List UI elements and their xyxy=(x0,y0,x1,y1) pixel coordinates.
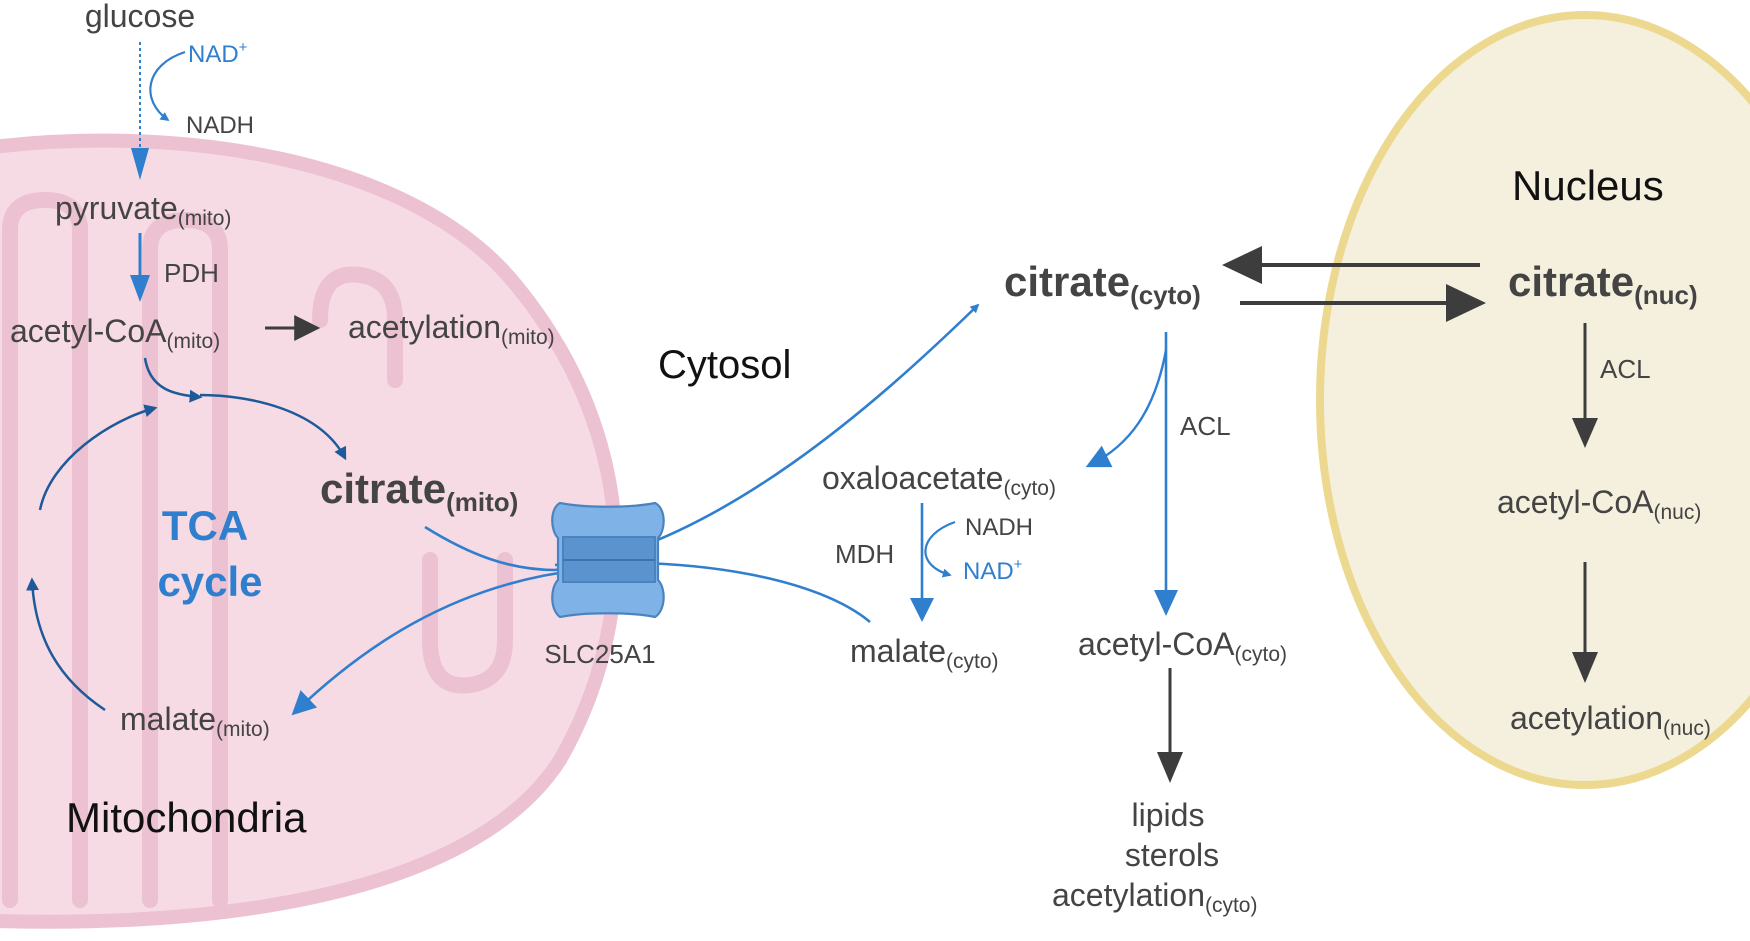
nadh-to-nad-curve xyxy=(924,520,956,578)
acetyl-to-lipids-arrowhead xyxy=(1157,752,1183,783)
nad-top-label: NAD+ xyxy=(188,39,248,68)
sterols-label: sterols xyxy=(1125,837,1219,873)
citrate-to-oxaloacetate-curve xyxy=(1085,349,1168,468)
acl-nuc-arrowhead xyxy=(1572,418,1598,448)
cyto-to-nuc-arrowhead xyxy=(1446,284,1486,322)
acetylation-nuc-label: acetylation(nuc) xyxy=(1510,700,1711,740)
pdh-arrowhead xyxy=(130,275,150,302)
glucose-label: glucose xyxy=(85,0,195,34)
slc25a1-transporter xyxy=(551,501,665,619)
tca-label-line2: cycle xyxy=(157,558,262,605)
citrate-nuc-label: citrate(nuc) xyxy=(1508,258,1698,310)
citrate-cyto-label: citrate(cyto) xyxy=(1004,258,1201,310)
mdh-arrowhead xyxy=(910,598,934,622)
tca-cycle-arrows xyxy=(26,357,347,712)
oxaloacetate-cyto-label: oxaloacetate(cyto) xyxy=(822,460,1056,500)
lipids-label: lipids xyxy=(1132,797,1205,833)
acl-cyto-arrowhead xyxy=(1154,590,1178,616)
tca-label-line1: TCA xyxy=(162,502,248,549)
mdh-label: MDH xyxy=(835,539,894,569)
cytosol-compartment-label: Cytosol xyxy=(658,343,791,387)
acetyl-coa-nuc-label: acetyl-CoA(nuc) xyxy=(1497,484,1701,524)
mitochondrion-cristae xyxy=(2,192,513,908)
nadh-top-label: NADH xyxy=(186,112,254,139)
acetylation-mito-label: acetylation(mito) xyxy=(348,309,555,349)
acetyl-nuc-arrowhead xyxy=(1572,652,1598,683)
nucleus-compartment-label: Nucleus xyxy=(1512,162,1664,209)
pyruvate-mito-label: pyruvate(mito) xyxy=(55,190,231,230)
glucose-arrowhead xyxy=(131,148,149,180)
transporter-to-malate-mito xyxy=(291,568,581,716)
nadh-mdh-label: NADH xyxy=(965,514,1033,541)
acetyl-coa-cyto-label: acetyl-CoA(cyto) xyxy=(1078,626,1287,666)
citrate-mito-label: citrate(mito) xyxy=(320,465,518,517)
acetylation-cyto-label: acetylation(cyto) xyxy=(1052,877,1257,917)
citrate-mito-into-transporter xyxy=(424,525,556,572)
acl-cyto-label: ACL xyxy=(1180,411,1231,441)
malate-cyto-label: malate(cyto) xyxy=(850,633,999,673)
nad-mdh-label: NAD+ xyxy=(963,556,1023,585)
acetyl-coa-mito-label: acetyl-CoA(mito) xyxy=(10,313,220,353)
slc25a1-label: SLC25A1 xyxy=(544,639,655,669)
nad-to-nadh-curve xyxy=(149,50,186,122)
malate-mito-label: malate(mito) xyxy=(120,701,270,741)
pdh-label: PDH xyxy=(164,258,219,288)
mitochondria-compartment-label: Mitochondria xyxy=(66,794,307,841)
nuc-to-cyto-arrowhead xyxy=(1222,246,1262,284)
nucleus-shape xyxy=(1316,11,1750,789)
acl-nuc-label: ACL xyxy=(1600,354,1651,384)
